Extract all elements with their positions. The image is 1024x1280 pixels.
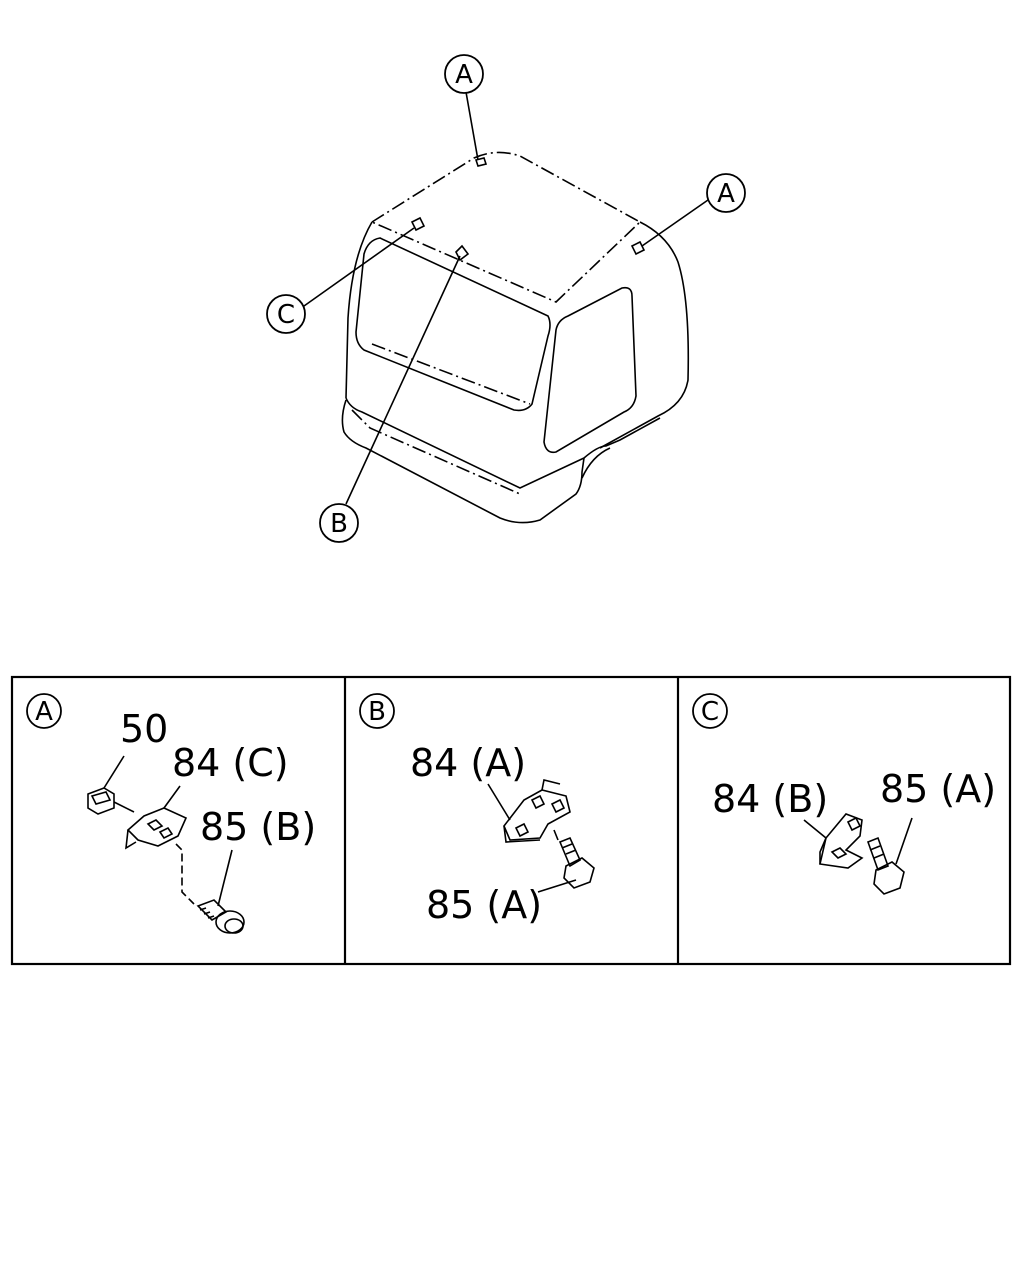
callout-b-bottom: B (319, 503, 359, 543)
vehicle-body (341, 151, 690, 524)
svg-text:B: B (368, 697, 386, 727)
callout-a-top: A (444, 54, 484, 94)
svg-text:A: A (717, 179, 735, 209)
svg-text:B: B (330, 509, 348, 539)
panel-c-badge: C (692, 693, 728, 729)
panel-a: A 50 84 (C) 85 (B) (26, 693, 316, 934)
part-label-85a: 85 (A) (426, 883, 542, 927)
part-label-50: 50 (120, 707, 168, 751)
svg-text:C: C (277, 300, 295, 330)
detail-panels-frame (10, 675, 1012, 966)
svg-text:C: C (701, 697, 719, 727)
part-label-84b: 84 (B) (712, 777, 828, 821)
part-label-85b: 85 (B) (200, 805, 316, 849)
callout-c-left: C (266, 294, 306, 334)
panel-c: C 84 (B) 85 (A) (692, 693, 996, 895)
leader-lines (303, 91, 709, 505)
part-label-84a: 84 (A) (410, 741, 526, 785)
part-label-85a-c: 85 (A) (880, 767, 996, 811)
svg-text:A: A (35, 697, 53, 727)
panel-a-badge: A (26, 693, 62, 729)
panel-b-parts-drawing (487, 779, 595, 893)
panel-b-badge: B (359, 693, 395, 729)
callout-a-right: A (706, 173, 746, 213)
svg-text:A: A (455, 60, 473, 90)
panel-b: B 84 (A) 85 (A) (359, 693, 595, 927)
panel-a-parts-drawing (87, 755, 245, 934)
panel-c-parts-drawing (803, 813, 913, 895)
part-label-84c: 84 (C) (172, 741, 289, 785)
